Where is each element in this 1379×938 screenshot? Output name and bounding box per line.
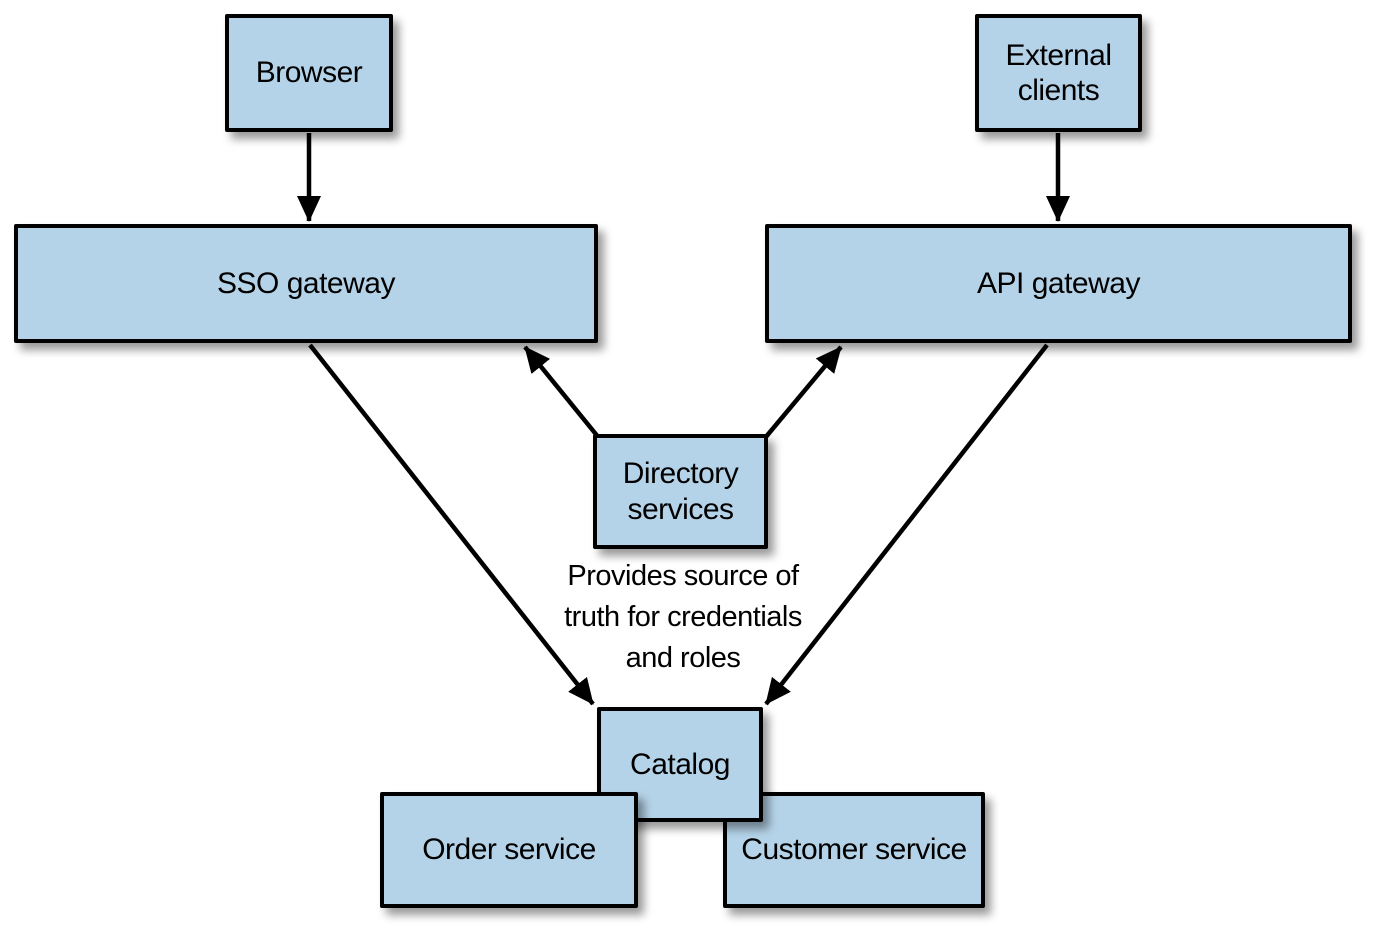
node-api-gateway-label: API gateway: [977, 266, 1140, 300]
node-directory-services: Directory services: [593, 434, 768, 549]
arrow-directory-services-to-sso-gateway: [523, 345, 601, 440]
node-external-clients-label: External clients: [1005, 38, 1112, 107]
node-order-service-label: Order service: [422, 833, 596, 867]
node-customer-service: Customer service: [723, 792, 985, 908]
arrow-api-gateway-to-catalog: [764, 343, 1049, 706]
node-external-clients: External clients: [975, 14, 1142, 132]
node-order-service: Order service: [380, 792, 638, 908]
arrow-directory-services-to-api-gateway: [763, 345, 843, 440]
node-sso-gateway: SSO gateway: [14, 224, 598, 343]
node-customer-service-label: Customer service: [741, 833, 967, 867]
node-api-gateway: API gateway: [765, 224, 1352, 343]
directory-services-caption: Provides source of truth for credentials…: [564, 560, 802, 675]
node-directory-services-label: Directory services: [622, 457, 739, 526]
arrow-sso-gateway-to-catalog: [308, 343, 595, 706]
node-catalog: Catalog: [597, 707, 763, 822]
node-browser: Browser: [225, 14, 393, 132]
node-browser-label: Browser: [255, 56, 363, 90]
node-sso-gateway-label: SSO gateway: [217, 266, 395, 300]
node-catalog-label: Catalog: [630, 747, 730, 781]
